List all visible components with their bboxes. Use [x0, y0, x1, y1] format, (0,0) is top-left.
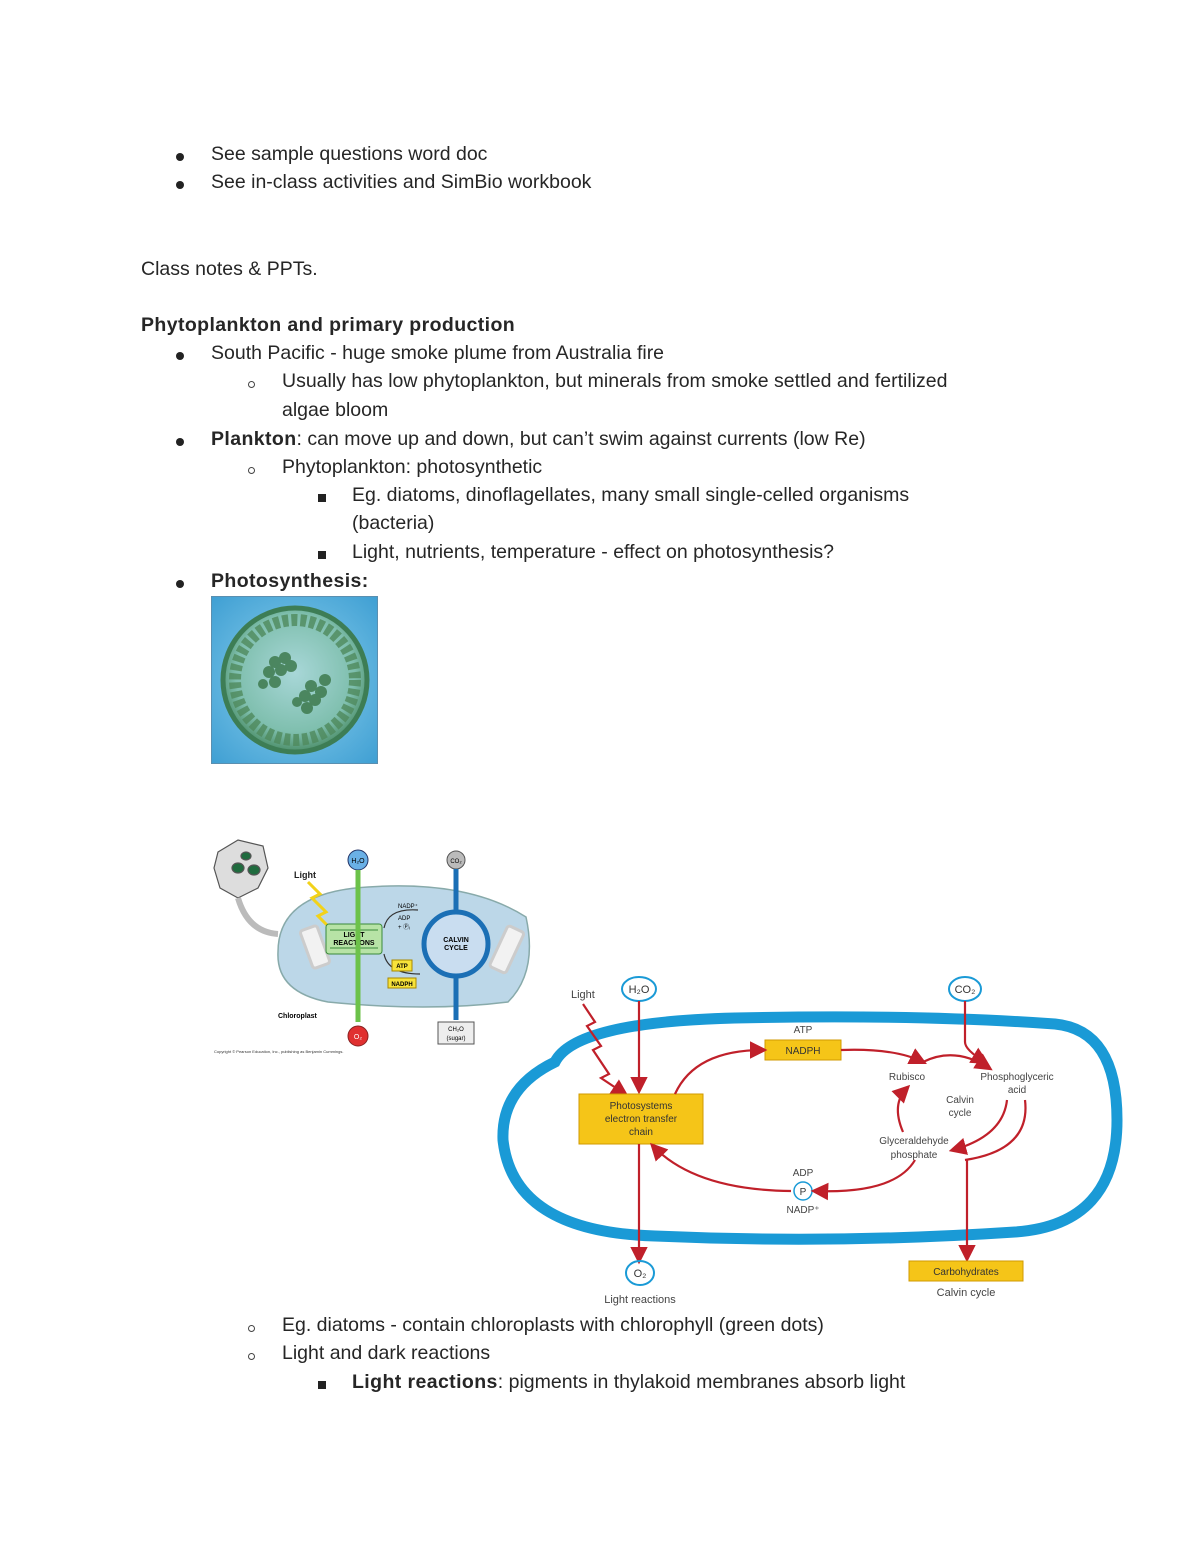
- chloroplast-label: Chloroplast: [278, 1013, 318, 1020]
- light-reactions-label: LIGHT: [344, 932, 366, 939]
- pga-label: acid: [1008, 1085, 1026, 1096]
- bullet-text: Eg. diatoms, dinoflagellates, many small…: [352, 484, 910, 506]
- bullet-disc: [176, 169, 184, 197]
- p-label: P: [800, 1187, 807, 1198]
- bullet-text: Light and dark reactions: [282, 1342, 491, 1364]
- bullet-circle: [248, 1340, 255, 1368]
- bullet-square: [318, 539, 326, 567]
- calvin-label: cycle: [949, 1108, 972, 1119]
- nadp-label: NADP⁺: [398, 903, 418, 910]
- light-reactions-label: REACTIONS: [333, 940, 375, 947]
- copyright-note: Copyright © Pearson Education, Inc., pub…: [214, 1049, 343, 1054]
- light-reactions-caption: Light reactions: [604, 1294, 676, 1306]
- co2-label: CO₂: [450, 859, 462, 865]
- o2-label: O₂: [354, 1034, 362, 1041]
- section-heading: Phytoplankton and primary production: [141, 314, 516, 336]
- bullet-text: See sample questions word doc: [211, 143, 488, 165]
- atp-label: ATP: [396, 964, 408, 970]
- nadp-label: NADP⁺: [786, 1205, 819, 1216]
- photosystems-label: Photosystems: [610, 1101, 673, 1112]
- o2-label: O₂: [634, 1268, 647, 1280]
- photosystems-label: chain: [629, 1127, 653, 1138]
- photosynthesis-heading: Photosynthesis:: [211, 570, 369, 592]
- calvin-label: Calvin: [946, 1095, 974, 1106]
- adp-label: ADP: [793, 1168, 814, 1179]
- bullet-disc: [176, 340, 184, 368]
- sugar-label: (sugar): [446, 1036, 465, 1042]
- light-label: Light: [294, 870, 316, 880]
- carbohydrates-label: Carbohydrates: [933, 1267, 999, 1278]
- light-label: Light: [571, 989, 595, 1001]
- water-label: H₂O: [351, 858, 365, 865]
- bullet-square: [318, 1369, 326, 1397]
- bullet-square: [318, 482, 326, 510]
- light-reactions-line: Light reactions: pigments in thylakoid m…: [352, 1371, 906, 1393]
- bullet-disc: [176, 141, 184, 169]
- bullet-text: Phytoplankton: photosynthetic: [282, 456, 543, 478]
- bullet-text: (bacteria): [352, 512, 435, 534]
- bullet-text: Light, nutrients, temperature - effect o…: [352, 541, 835, 563]
- bullet-text: South Pacific - huge smoke plume from Au…: [211, 342, 665, 364]
- bullet-text: Usually has low phytoplankton, but miner…: [282, 370, 948, 392]
- bullet-circle: [248, 368, 255, 396]
- g3p-label: Glyceraldehyde: [879, 1136, 949, 1147]
- g3p-label: phosphate: [891, 1150, 938, 1161]
- nadph-label: NADPH: [785, 1046, 820, 1057]
- calvin-label: CALVIN: [443, 937, 469, 944]
- plankton-line: Plankton: can move up and down, but can’…: [211, 428, 866, 450]
- diatom-micrograph-image: [211, 596, 378, 764]
- bullet-circle: [248, 454, 255, 482]
- bullet-circle: [248, 1312, 255, 1340]
- sugar-label: CH₂O: [448, 1027, 464, 1033]
- bullet-disc: [176, 426, 184, 454]
- bullet-disc: [176, 568, 184, 596]
- adp-label: ADP: [398, 916, 410, 922]
- pga-label: Phosphoglyceric: [980, 1072, 1053, 1083]
- bullet-text: Eg. diatoms - contain chloroplasts with …: [282, 1314, 824, 1336]
- calvin-label: CYCLE: [444, 945, 468, 952]
- rubisco-label: Rubisco: [889, 1072, 926, 1083]
- chloroplast-diagram: Light LIGHT REACTIONS H₂O O₂ CALVIN CYCL…: [213, 839, 531, 1054]
- calvin-cycle-caption: Calvin cycle: [937, 1287, 996, 1299]
- photosynthesis-cycle-diagram: Light H₂O CO₂ Photosystems electron tran…: [497, 976, 1123, 1306]
- atp-label: ATP: [794, 1025, 813, 1036]
- co2-label: CO₂: [955, 984, 976, 996]
- photosystems-label: electron transfer: [605, 1114, 678, 1125]
- class-notes-line: Class notes & PPTs.: [141, 258, 318, 280]
- bullet-text: algae bloom: [282, 399, 389, 421]
- bullet-text: See in-class activities and SimBio workb…: [211, 171, 592, 193]
- pi-label: + Ⓟᵢ: [398, 923, 410, 931]
- nadph-label: NADPH: [391, 982, 412, 988]
- water-label: H₂O: [629, 984, 650, 996]
- plant-cell-sketch: [213, 839, 279, 937]
